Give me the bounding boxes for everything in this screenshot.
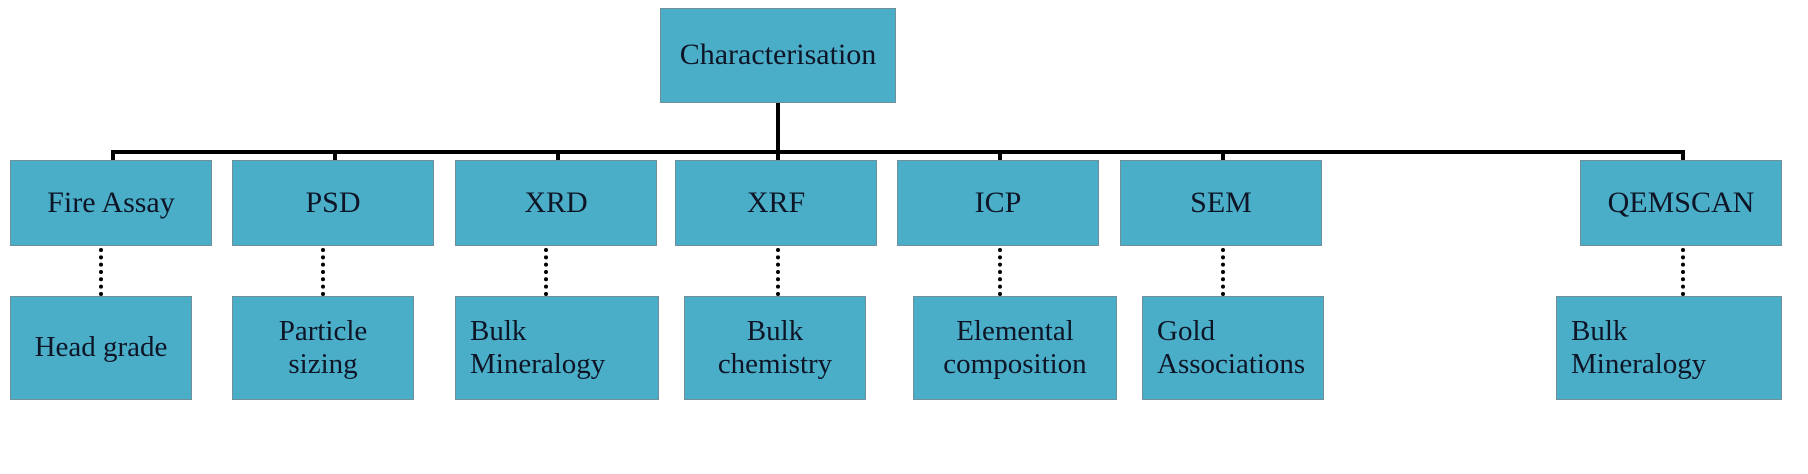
node-root-characterisation[interactable]: Characterisation	[660, 8, 896, 103]
node-output-head-grade[interactable]: Head grade	[10, 296, 192, 400]
node-technique-qemscan[interactable]: QEMSCAN	[1580, 160, 1782, 246]
connector-bus-drop-3	[556, 150, 560, 162]
node-output-bulk-mineralogy-qemscan[interactable]: Bulk Mineralogy	[1556, 296, 1782, 400]
connector-bus-drop-6	[1221, 150, 1225, 162]
connector-bus-drop-2	[333, 150, 337, 162]
connector-horizontal-bus	[111, 150, 1685, 154]
node-technique-psd[interactable]: PSD	[232, 160, 434, 246]
connector-root-to-bus	[776, 103, 780, 154]
connector-dotted-6	[1221, 248, 1225, 296]
node-technique-xrf[interactable]: XRF	[675, 160, 877, 246]
node-technique-icp[interactable]: ICP	[897, 160, 1099, 246]
node-output-elemental-composition[interactable]: Elemental composition	[913, 296, 1117, 400]
node-technique-label: QEMSCAN	[1607, 185, 1755, 219]
node-technique-label: ICP	[974, 185, 1022, 219]
node-output-bulk-mineralogy-xrd[interactable]: Bulk Mineralogy	[455, 296, 659, 400]
connector-dotted-2	[321, 248, 325, 296]
node-output-label: Bulk Mineralogy	[1571, 314, 1707, 380]
node-technique-xrd[interactable]: XRD	[455, 160, 657, 246]
node-output-label: Bulk chemistry	[717, 314, 833, 380]
node-root-label: Characterisation	[679, 38, 877, 72]
connector-dotted-1	[99, 248, 103, 296]
node-technique-label: XRF	[746, 185, 806, 219]
connector-dotted-4	[776, 248, 780, 296]
connector-dotted-7	[1681, 248, 1685, 296]
node-output-label: Head grade	[34, 331, 168, 364]
node-technique-fire-assay[interactable]: Fire Assay	[10, 160, 212, 246]
node-technique-label: SEM	[1190, 185, 1252, 219]
node-technique-label: Fire Assay	[47, 185, 175, 219]
connector-bus-drop-5	[998, 150, 1002, 162]
node-output-label: Bulk Mineralogy	[470, 314, 606, 380]
node-output-particle-sizing[interactable]: Particle sizing	[232, 296, 414, 400]
connector-bus-drop-7	[1681, 150, 1685, 162]
node-technique-sem[interactable]: SEM	[1120, 160, 1322, 246]
node-output-label: Gold Associations	[1157, 314, 1306, 380]
node-output-bulk-chemistry[interactable]: Bulk chemistry	[684, 296, 866, 400]
connector-bus-drop-4	[776, 150, 780, 162]
connector-dotted-3	[544, 248, 548, 296]
node-output-gold-associations[interactable]: Gold Associations	[1142, 296, 1324, 400]
connector-bus-drop-1	[111, 150, 115, 162]
node-technique-label: XRD	[524, 185, 588, 219]
node-technique-label: PSD	[305, 185, 361, 219]
node-output-label: Particle sizing	[278, 314, 368, 380]
connector-dotted-5	[998, 248, 1002, 296]
node-output-label: Elemental composition	[943, 314, 1087, 380]
